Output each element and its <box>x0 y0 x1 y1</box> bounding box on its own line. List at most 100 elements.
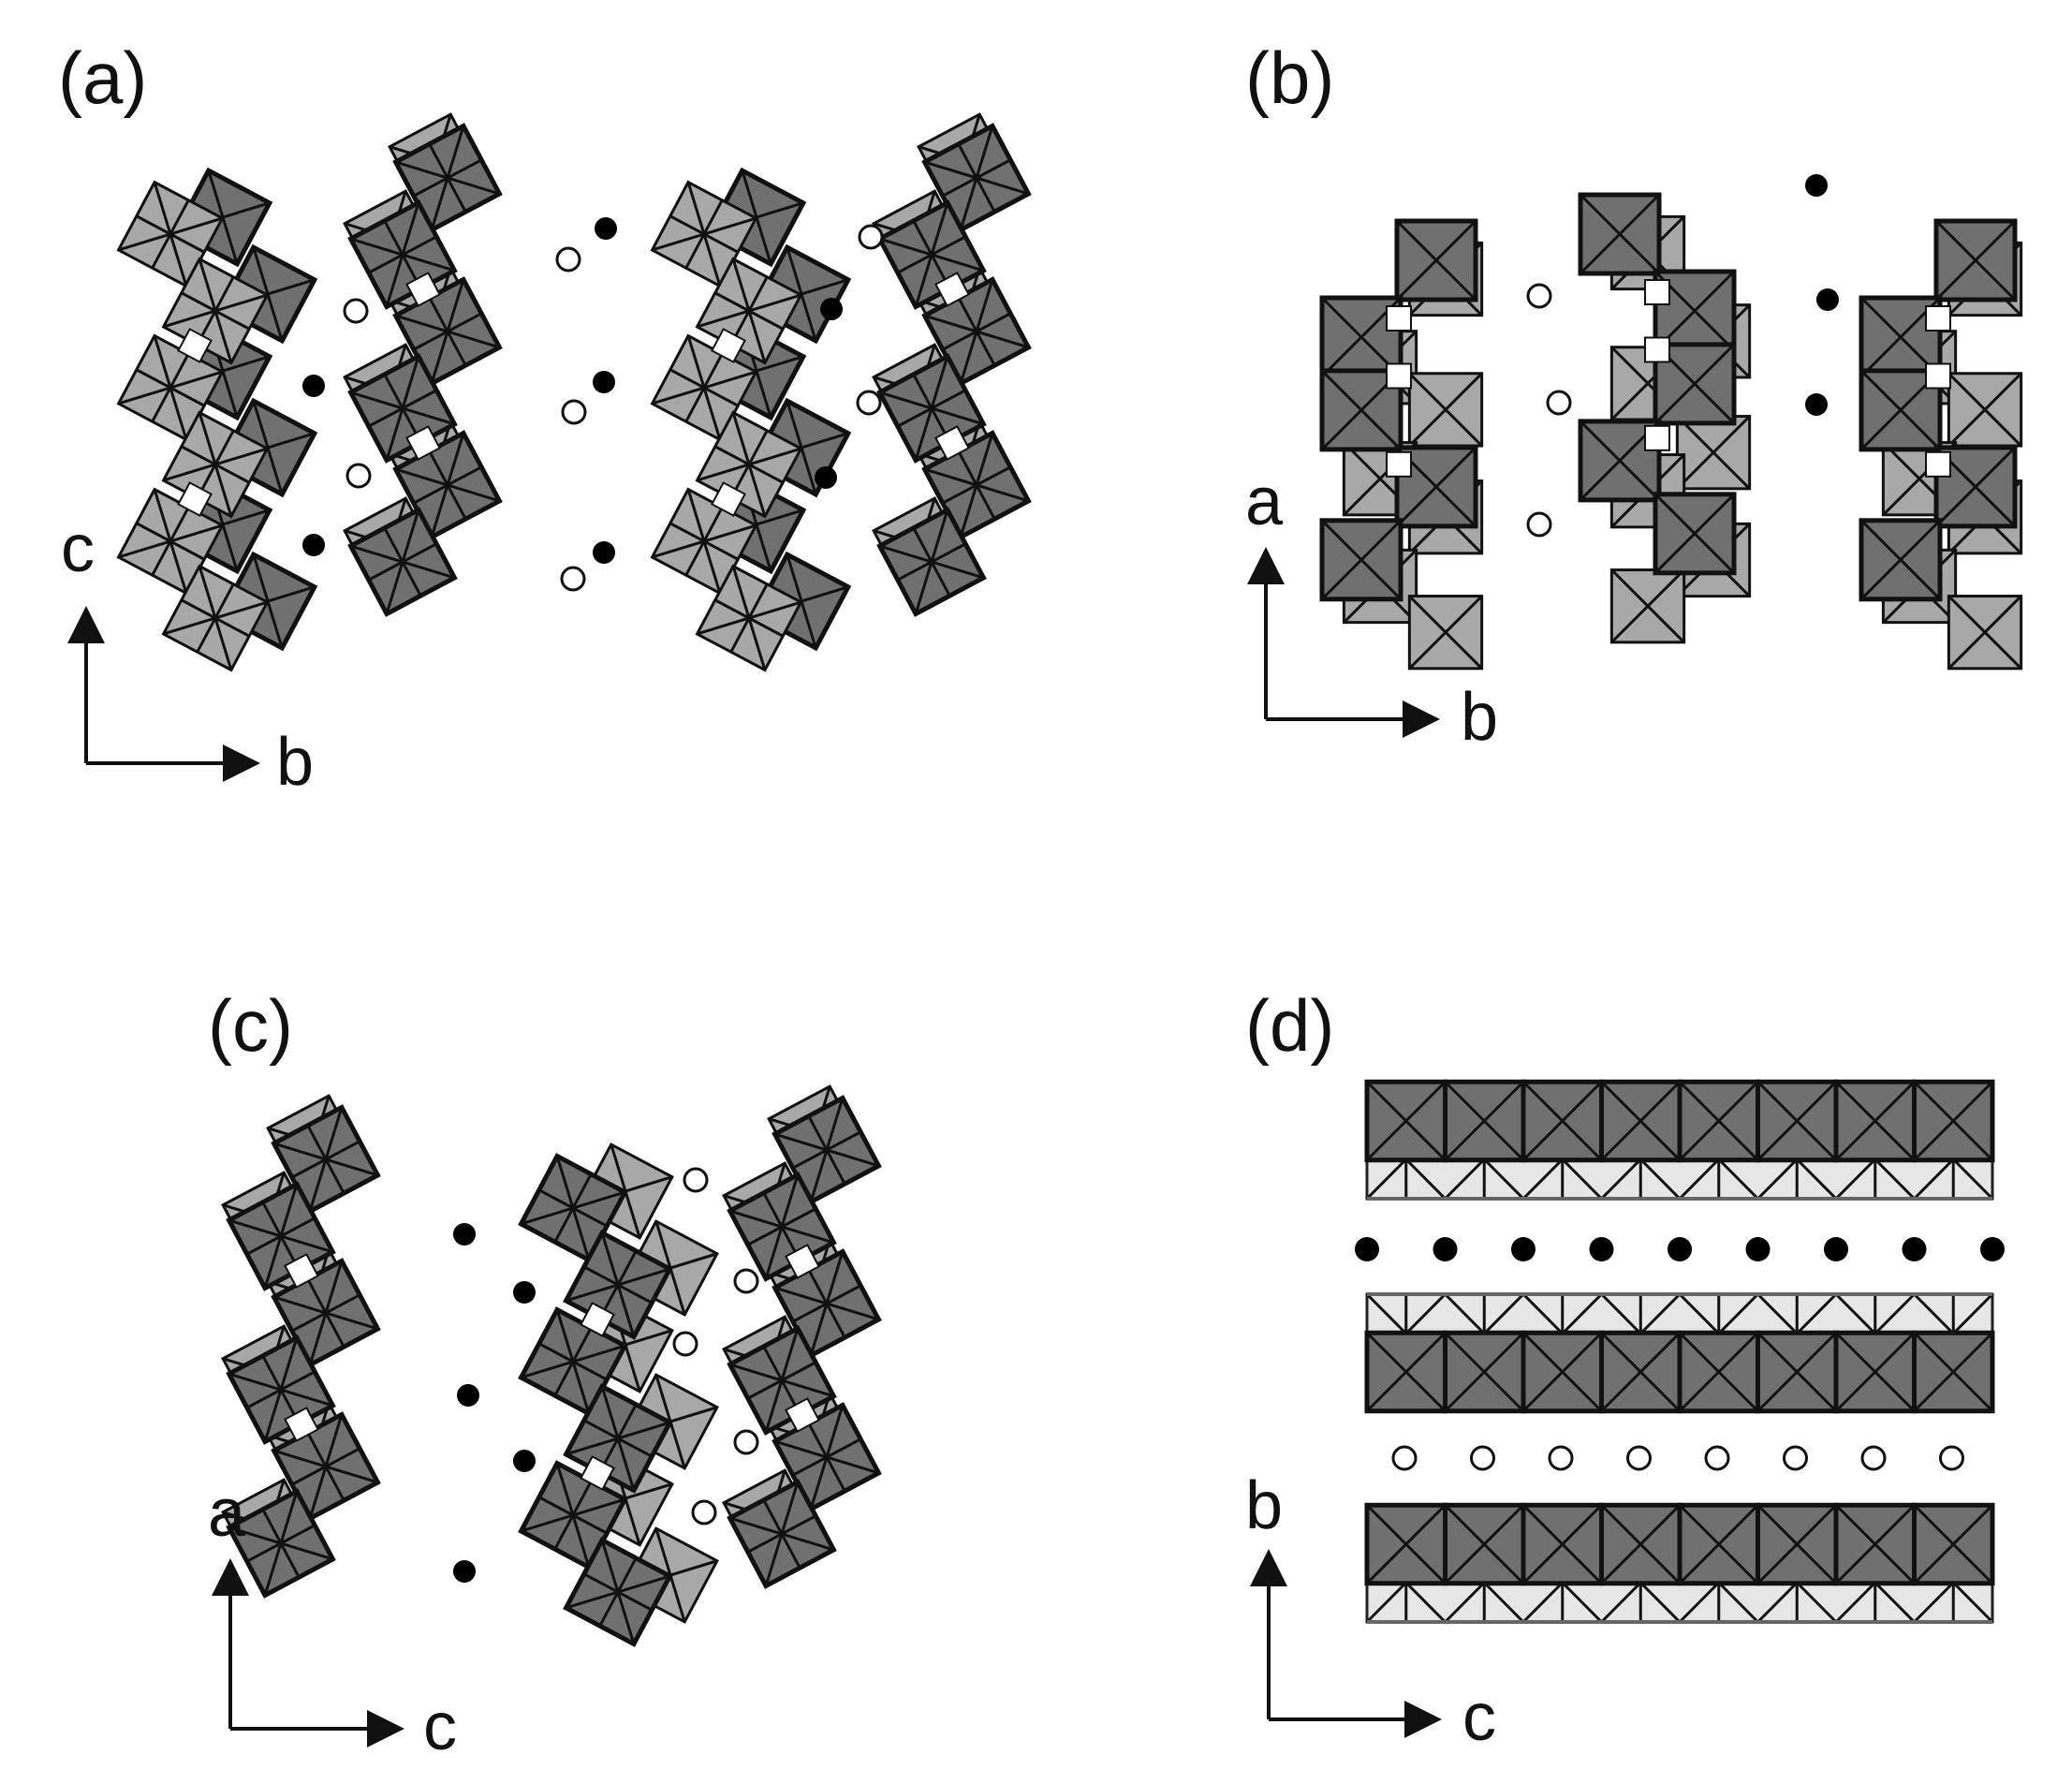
open-atom <box>1939 1445 1964 1471</box>
filled-atom <box>457 1384 479 1407</box>
panel-c: (c) a c <box>208 984 882 1764</box>
dark-octahedron-edge <box>1444 1081 1525 1161</box>
filled-atom <box>302 375 325 397</box>
dark-octahedron <box>1521 1079 1604 1163</box>
panel-d-structure <box>1355 1079 2005 1624</box>
panel-c-axes: a c <box>208 1476 457 1764</box>
filled-atom <box>513 1281 536 1304</box>
front-octahedron-edge <box>792 1437 861 1477</box>
panel-b-chain-3 <box>1859 218 2023 671</box>
dark-octahedron-edge <box>1395 219 1477 302</box>
panel-d: (d) b c <box>1245 984 2005 1755</box>
dark-octahedron-edge <box>1365 1081 1447 1161</box>
dark-octahedron-edge <box>1365 1332 1447 1412</box>
dark-octahedron <box>1443 1330 1526 1414</box>
filled-atom <box>1816 288 1839 311</box>
dark-octahedron <box>1521 1502 1604 1586</box>
open-atom <box>1548 1445 1574 1471</box>
filled-atom <box>453 1223 476 1246</box>
open-atom <box>343 298 369 324</box>
panel-c-chain-2 <box>518 1142 719 1647</box>
interstitial-void <box>1925 305 1951 332</box>
dark-octahedron <box>1364 1502 1447 1586</box>
dark-octahedron <box>1677 1330 1760 1414</box>
panel-d-axis-horizontal-label: c <box>1462 1680 1496 1755</box>
dark-octahedron <box>1833 1330 1917 1414</box>
front-octahedron <box>116 180 225 288</box>
front-octahedron-edge <box>714 598 784 638</box>
panel-b-axis-horizontal-label: b <box>1461 680 1498 755</box>
interstitial-void <box>785 1397 820 1433</box>
front-octahedron-edge <box>583 1572 653 1612</box>
front-octahedron-edge <box>897 235 966 274</box>
dark-octahedron <box>1364 1079 1447 1163</box>
interstitial-void <box>284 1253 319 1289</box>
dark-octahedron <box>1319 518 1403 602</box>
filled-atom <box>302 534 325 556</box>
dark-octahedron <box>1756 1079 1839 1163</box>
filled-atom <box>815 466 837 489</box>
panel-d-layer-1 <box>1364 1079 1995 1201</box>
front-octahedron-edge <box>669 368 739 407</box>
panel-b-chain-2 <box>1578 192 1752 644</box>
front-octahedron-edge <box>181 598 250 638</box>
interstitial-void <box>405 425 441 461</box>
interstitial-void <box>1925 450 1951 478</box>
front-octahedron-edge <box>181 291 250 331</box>
dark-octahedron <box>1599 1330 1683 1414</box>
panel-b-label: (b) <box>1245 37 1334 119</box>
dark-octahedron <box>1653 492 1737 576</box>
front-octahedron-edge <box>897 389 966 428</box>
filled-atom <box>1745 1237 1771 1261</box>
filled-atom <box>1511 1237 1536 1261</box>
open-atom <box>683 1167 709 1193</box>
front-octahedron-edge <box>246 1216 316 1256</box>
front-octahedron <box>161 564 270 672</box>
panel-c-axis-horizontal-label: c <box>423 1689 457 1764</box>
dark-octahedron-edge <box>1913 1081 1994 1161</box>
dark-octahedron <box>1912 1079 1995 1163</box>
interstitial-void <box>1925 362 1951 390</box>
front-octahedron-edge <box>747 1361 816 1400</box>
dark-octahedron <box>1599 1502 1683 1586</box>
front-octahedron-edge <box>368 542 437 582</box>
interstitial-void <box>177 481 213 517</box>
dark-octahedron-edge <box>1444 1504 1525 1585</box>
light-octahedron-edge <box>1676 415 1751 490</box>
front-octahedron <box>116 333 225 442</box>
filled-atom <box>1902 1237 1927 1261</box>
dark-octahedron-edge <box>1521 1332 1603 1412</box>
open-atom <box>858 224 884 250</box>
front-octahedron-edge <box>368 389 437 428</box>
interstitial-void <box>1386 450 1412 478</box>
light-octahedron <box>1407 595 1484 671</box>
front-octahedron-edge <box>538 1188 608 1228</box>
filled-atom <box>1980 1237 2005 1261</box>
light-layer-band <box>1365 1292 1994 1335</box>
filled-atom <box>453 1560 476 1583</box>
panel-a-structure <box>116 112 1032 672</box>
front-octahedron-edge <box>942 465 1011 505</box>
panel-a-axis-horizontal-label: b <box>276 725 314 800</box>
panel-c-label: (c) <box>208 984 293 1067</box>
front-octahedron-edge <box>291 1140 360 1179</box>
front-octahedron-edge <box>136 368 205 407</box>
open-atom <box>733 1429 759 1455</box>
front-octahedron-edge <box>538 1342 608 1381</box>
open-atom <box>1470 1445 1495 1471</box>
dark-octahedron <box>1912 1502 1995 1586</box>
dark-octahedron-edge <box>1365 1504 1447 1585</box>
open-atom <box>691 1499 717 1526</box>
dark-octahedron-edge <box>1678 1081 1759 1161</box>
dark-octahedron-edge <box>1859 519 1942 600</box>
panel-d-label: (d) <box>1245 984 1334 1067</box>
interstitial-void <box>284 1407 319 1442</box>
dark-octahedron-edge <box>1521 1081 1603 1161</box>
panel-c-chain-3 <box>722 1084 882 1589</box>
dark-octahedron-edge <box>1913 1504 1994 1585</box>
filled-atom <box>513 1450 536 1472</box>
panel-b-chain-1 <box>1319 218 1484 671</box>
open-atom <box>1546 390 1572 416</box>
light-octahedron <box>1947 372 2023 448</box>
